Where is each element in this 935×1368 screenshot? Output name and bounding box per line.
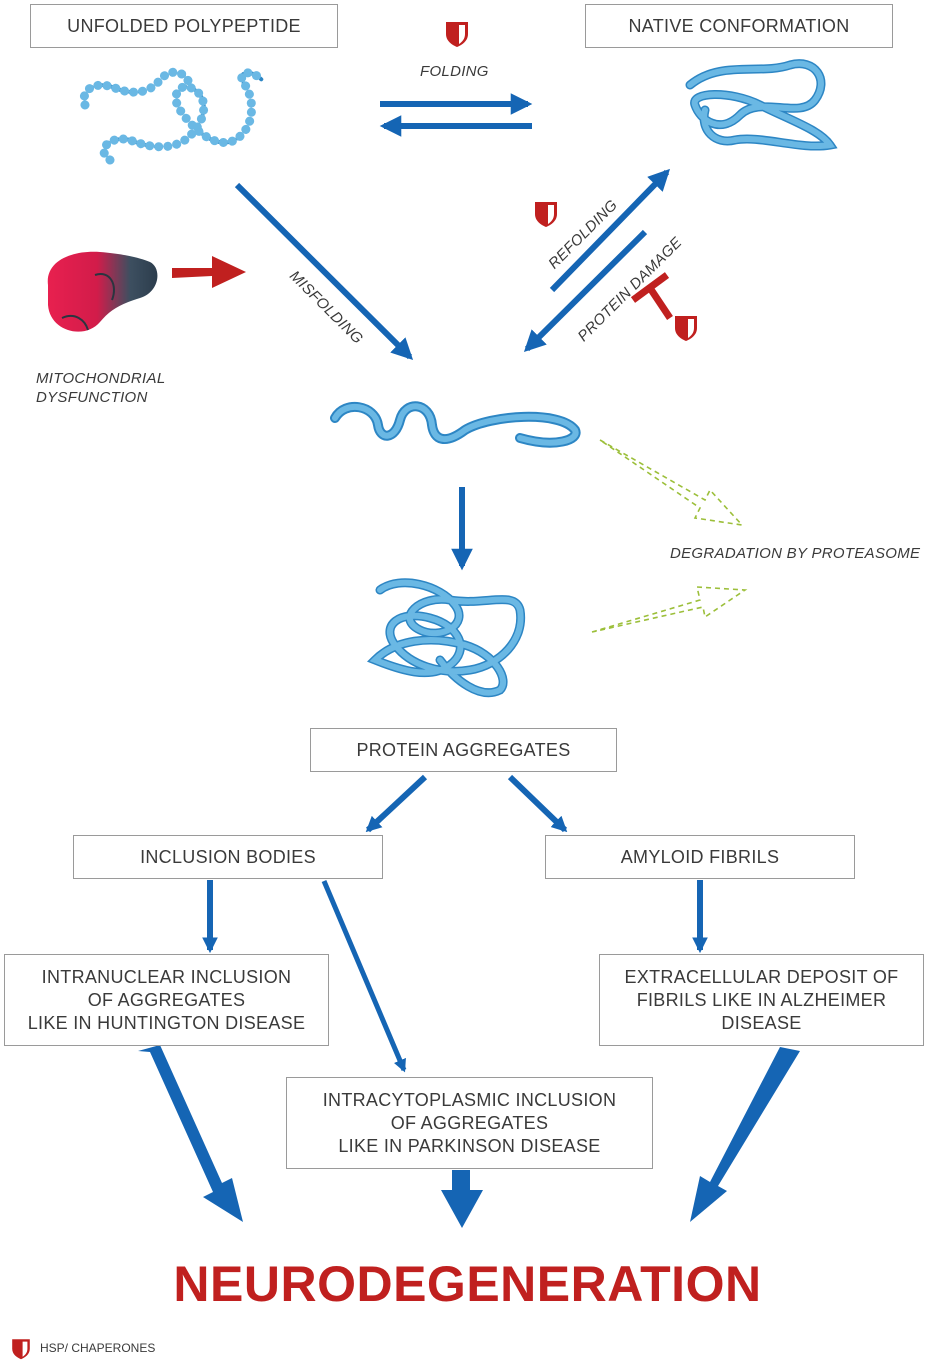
intranuclear-inclusion-box: INTRANUCLEAR INCLUSION OF AGGREGATES LIK… [4,954,329,1046]
refolding-arrow [549,168,671,293]
unfolded-polypeptide-box: UNFOLDED POLYPEPTIDE [30,4,338,48]
arrow-to-amyloid-fibrils [507,774,568,833]
native-conformation-protein [685,59,838,151]
misfolded-protein [330,401,581,448]
amyloid-fibrils-box: AMYLOID FIBRILS [545,835,855,879]
arrow-to-intracytoplasmic [321,880,407,1073]
amyloid-fibrils-label: AMYLOID FIBRILS [620,846,780,867]
protein-damage-shield-icon [675,316,697,341]
intranuclear-inclusion-label: INTRANUCLEAR INCLUSION OF AGGREGATES LIK… [27,966,306,1033]
arrow-to-inclusion-bodies [365,774,428,833]
misfolding-arrow [234,182,414,361]
protein-aggregate-tangle [366,578,526,698]
refolding-shield-icon [535,202,557,227]
folding-shield-icon [446,22,468,47]
protein-damage-arrow [523,229,648,353]
intracytoplasmic-inclusion-box: INTRACYTOPLASMIC INCLUSION OF AGGREGATES… [286,1077,653,1169]
unfolded-polypeptide-chain [79,67,267,165]
inclusion-bodies-box: INCLUSION BODIES [73,835,383,879]
mitochondrial-arrow [172,256,246,288]
neurodegeneration-title: NEURODEGENERATION [173,1256,762,1312]
protein-aggregates-label: PROTEIN AGGREGATES [356,739,571,760]
neurodegeneration-arrows [138,1045,800,1228]
unfolded-polypeptide-label: UNFOLDED POLYPEPTIDE [67,15,301,36]
folding-label: FOLDING [420,63,489,80]
native-conformation-label: NATIVE CONFORMATION [628,15,850,36]
legend-shield-icon [12,1339,30,1360]
protein-aggregates-box: PROTEIN AGGREGATES [310,728,617,772]
mitochondrion-icon [47,251,158,332]
inhibition-symbol [630,272,673,320]
extracellular-deposit-label: EXTRACELLULAR DEPOSIT OF FIBRILS LIKE IN… [624,966,899,1033]
folding-arrows [379,93,533,137]
native-conformation-box: NATIVE CONFORMATION [585,4,893,48]
degradation-label: DEGRADATION BY PROTEASOME [670,545,921,562]
intracytoplasmic-inclusion-label: INTRACYTOPLASMIC INCLUSION OF AGGREGATES… [322,1089,617,1156]
legend-label: HSP/ CHAPERONES [40,1341,156,1355]
extracellular-deposit-box: EXTRACELLULAR DEPOSIT OF FIBRILS LIKE IN… [599,954,924,1046]
mitochondrial-dysfunction-label: MITOCHONDRIAL DYSFUNCTION [36,370,166,406]
degradation-arrows [591,439,748,633]
inclusion-bodies-label: INCLUSION BODIES [140,846,316,867]
